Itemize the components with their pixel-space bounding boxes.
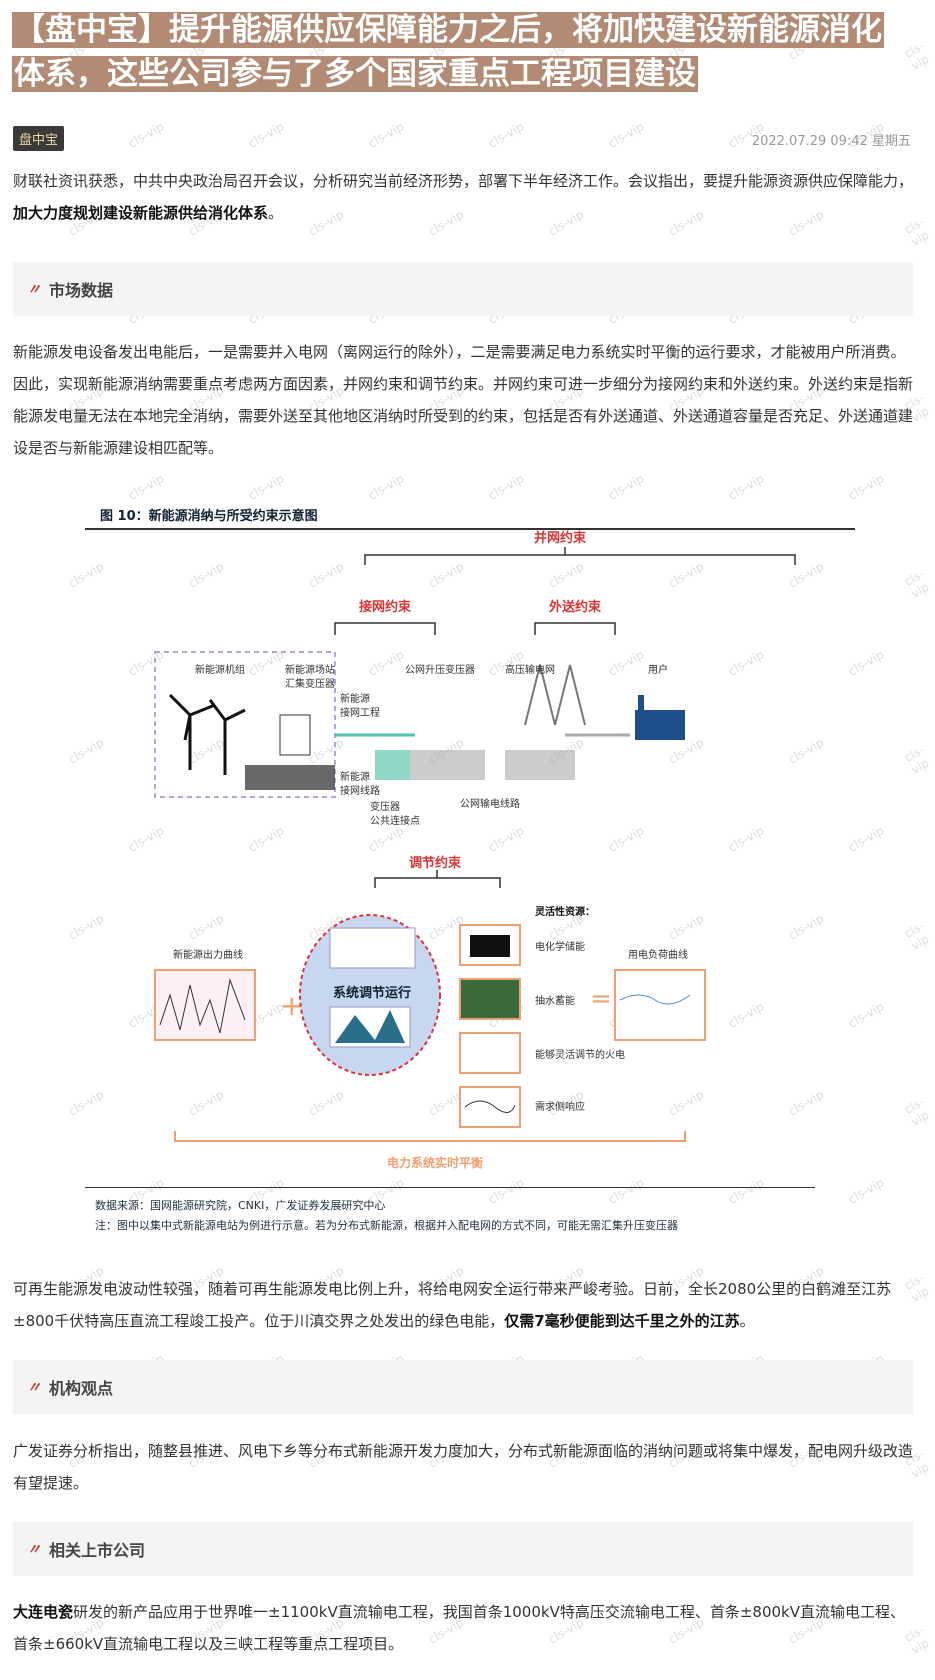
transformer-label: 变压器 xyxy=(370,800,400,813)
diagram-svg: 并网约束 接网约束 外送约束 新能源机组 新能源场站 汇集变压器 新能源 接网工… xyxy=(154,530,796,1170)
publish-date: 2022.07.29 09:42 星期五 xyxy=(751,134,911,149)
section-market-data: 〃 市场数据 xyxy=(13,262,913,316)
svg-text:接网线路: 接网线路 xyxy=(340,784,380,797)
hv-grid-label: 高压输电网 xyxy=(505,663,555,676)
watermark-text: cls-vip xyxy=(902,566,932,602)
regulate-constraint-label: 调节约束 xyxy=(409,855,462,871)
figure-source: 数据来源：国网能源研究院，CNKI，广发证券发展研究中心 xyxy=(95,1199,386,1212)
svg-text:汇集变压器: 汇集变压器 xyxy=(285,677,335,690)
watermark-text: cls-vip xyxy=(902,918,932,954)
watermark-text: cls-vip xyxy=(366,119,407,151)
flex-resources-label: 灵活性资源： xyxy=(535,905,595,918)
company-name[interactable]: 大连电瓷 xyxy=(13,1603,74,1621)
station-label: 新能源场站 xyxy=(285,663,335,676)
svg-text:接网工程: 接网工程 xyxy=(340,706,380,719)
output-curve-chart xyxy=(154,969,256,1041)
section-institution-views: 〃 机构观点 xyxy=(13,1360,913,1414)
section-mark-icon: 〃 xyxy=(27,1380,41,1396)
figure-rule xyxy=(85,528,855,530)
paragraph-2: 可再生能源发电波动性较强，随着可再生能源发电比例上升，将给电网安全运行带来严峻考… xyxy=(13,1280,892,1330)
user-label: 用户 xyxy=(648,663,668,676)
constraint-diagram: 图 10：新能源消纳与所受约束示意图 并网约束 接网约束 外送约束 新能源机组 … xyxy=(85,495,855,1240)
ground-hatch xyxy=(245,765,335,790)
section-mark-icon: 〃 xyxy=(27,282,41,298)
pumped-storage-icon xyxy=(459,978,521,1020)
watermark-text: cls-vip xyxy=(902,1094,932,1130)
intro-paragraph: 财联社资讯获悉，中共中央政治局召开会议，分析研究当前经济形势，部署下半年经济工作… xyxy=(13,172,914,222)
watermark-text: cls-vip xyxy=(606,119,647,151)
system-label: 系统调节运行 xyxy=(333,985,411,1001)
company-paragraph: 大连电瓷研发的新产品应用于世界唯一±1100kV直流输电工程，我国首条1000k… xyxy=(13,1603,905,1653)
grid-constraint-label: 并网约束 xyxy=(534,530,587,546)
station-box xyxy=(154,651,336,798)
demand-icon xyxy=(459,1086,521,1128)
pumped-label: 抽水蓄能 xyxy=(535,994,575,1007)
public-substation-label: 公网升压变压器 xyxy=(405,663,475,676)
views-paragraph: 广发证券分析指出，随整县推进、风电下乡等分布式新能源开发力度加大，分布式新能源面… xyxy=(13,1442,914,1492)
export-constraint-label: 外送约束 xyxy=(548,599,602,615)
watermark-text: cls-vip xyxy=(902,742,932,778)
wind-unit-label: 新能源机组 xyxy=(195,663,245,676)
watermark-text: cls-vip xyxy=(126,119,167,151)
figure-note: 注：图中以集中式新能源电站为例进行示意。若为分布式新能源，根据并入配电网的方式不… xyxy=(95,1219,678,1232)
public-line-label: 公网输电线路 xyxy=(460,797,520,810)
section-related-companies: 〃 相关上市公司 xyxy=(13,1522,913,1576)
section-mark-icon: 〃 xyxy=(27,1542,41,1558)
battery-label: 电化学储能 xyxy=(535,940,585,953)
svg-text:公共连接点: 公共连接点 xyxy=(370,814,420,827)
intro-highlight: 加大力度规划建设新能源供给消化体系 xyxy=(13,204,269,222)
figure-bottom-rule xyxy=(85,1187,815,1188)
figure-title: 图 10：新能源消纳与所受约束示意图 xyxy=(100,509,318,524)
load-curve-label: 用电负荷曲线 xyxy=(628,948,688,961)
access-project-label: 新能源 xyxy=(340,692,370,705)
watermark-text: cls-vip xyxy=(246,119,287,151)
demand-label: 需求侧响应 xyxy=(535,1100,585,1113)
access-constraint-label: 接网约束 xyxy=(359,599,412,615)
market-paragraph: 新能源发电设备发出电能后，一是需要并入电网（离网运行的除外），二是需要满足电力系… xyxy=(13,343,914,457)
factory-icon xyxy=(635,710,685,740)
output-curve-label: 新能源出力曲线 xyxy=(173,948,243,961)
plus-icon: + xyxy=(280,989,303,1022)
equals-icon: = xyxy=(590,984,612,1014)
thermal-icon xyxy=(459,1032,521,1074)
column-tag[interactable]: 盘中宝 xyxy=(13,126,65,151)
balance-label: 电力系统实时平衡 xyxy=(387,1155,483,1170)
thermal-label: 能够灵活调节的火电 xyxy=(535,1048,625,1061)
paragraph-2-highlight: 仅需7毫秒便能到达千里之外的江苏 xyxy=(504,1312,740,1330)
watermark-text: cls-vip xyxy=(486,119,527,151)
access-line-label: 新能源 xyxy=(340,770,370,783)
article-title: 【盘中宝】提升能源供应保障能力之后，将加快建设新能源消化体系，这些公司参与了多个… xyxy=(12,12,884,92)
load-curve-chart xyxy=(614,969,706,1041)
